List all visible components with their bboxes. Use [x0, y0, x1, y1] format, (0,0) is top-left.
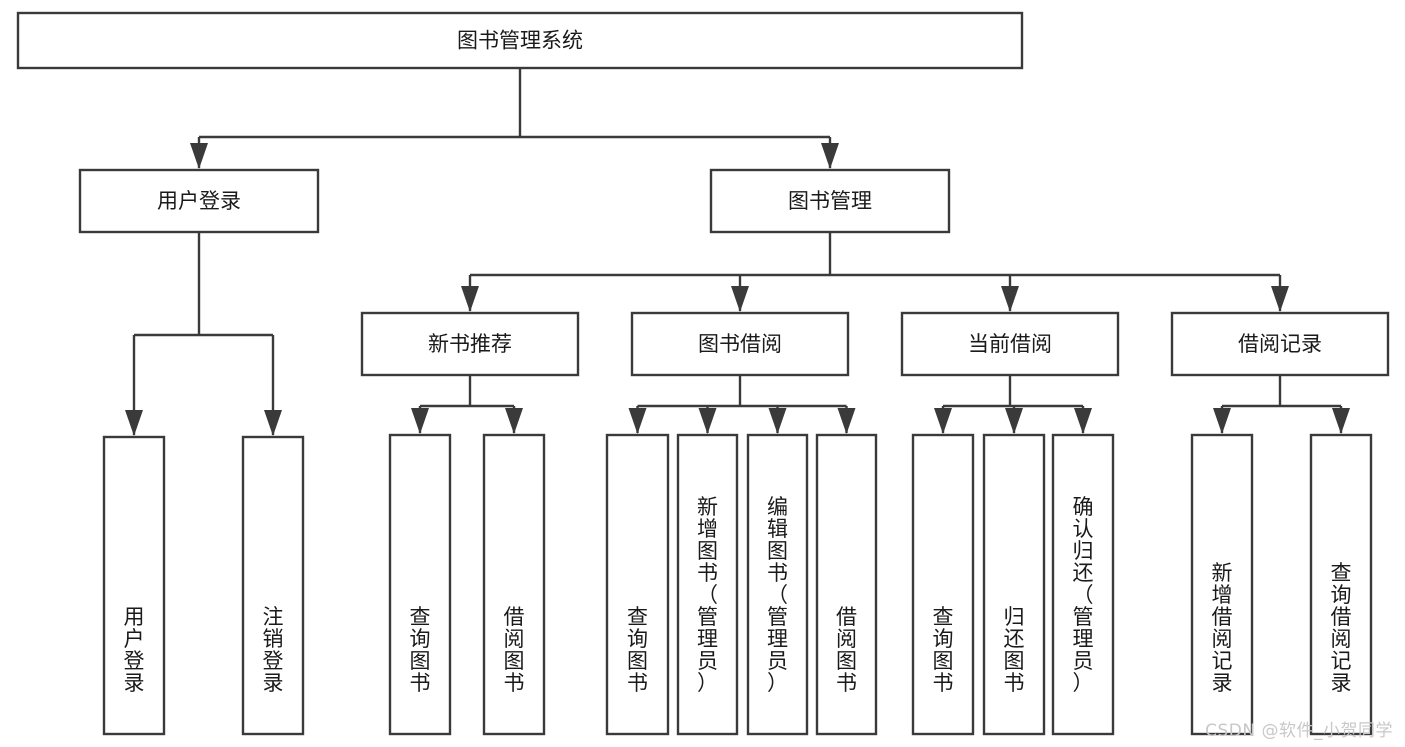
node-rect-leaf-user-logout — [241, 435, 305, 736]
node-label-leaf-current-confirm-return: 确认归还（管理员） — [1073, 495, 1094, 695]
node-rect-leaf-borrow-borrow-book — [815, 433, 878, 736]
node-leaf-rec-borrow-book[interactable]: 借阅图书 — [482, 433, 546, 736]
connector-edges — [125, 68, 1350, 436]
node-label-new-book-rec: 新书推荐 — [428, 332, 512, 356]
node-rect-user-login — [78, 168, 320, 234]
node-rect-leaf-current-query-book — [911, 433, 975, 736]
arrow-head-icon — [1005, 408, 1023, 434]
node-label-leaf-user-login: 用户登录 — [124, 605, 145, 695]
node-new-book-rec[interactable]: 新书推荐 — [360, 311, 580, 377]
arrow-head-icon — [1332, 408, 1350, 434]
node-current-borrow[interactable]: 当前借阅 — [900, 311, 1120, 377]
arrow-head-icon — [1001, 286, 1019, 312]
node-rect-book-manage — [709, 168, 951, 234]
node-leaf-user-login[interactable]: 用户登录 — [102, 435, 166, 736]
node-rect-leaf-current-return-book — [982, 433, 1046, 736]
arrow-head-icon — [505, 408, 523, 434]
node-label-book-borrow: 图书借阅 — [698, 332, 782, 356]
node-rect-leaf-record-add — [1190, 433, 1254, 736]
node-leaf-record-query[interactable]: 查询借阅记录 — [1309, 433, 1373, 736]
node-user-login[interactable]: 用户登录 — [78, 168, 320, 234]
node-rect-leaf-rec-borrow-book — [482, 433, 546, 736]
arrow-head-icon — [731, 286, 749, 312]
node-label-book-manage: 图书管理 — [788, 189, 872, 213]
node-label-leaf-rec-borrow-book: 借阅图书 — [504, 605, 525, 695]
node-leaf-borrow-borrow-book[interactable]: 借阅图书 — [815, 433, 878, 736]
arrow-head-icon — [125, 410, 143, 436]
arrow-head-icon — [190, 143, 208, 169]
node-rect-root — [16, 11, 1024, 70]
node-rect-book-borrow — [630, 311, 850, 377]
node-label-leaf-borrow-add-book: 新增图书（管理员） — [697, 495, 718, 695]
arrow-head-icon — [768, 408, 787, 434]
node-leaf-rec-query-book[interactable]: 查询图书 — [388, 433, 452, 736]
arrow-head-icon — [1271, 286, 1289, 312]
node-book-manage[interactable]: 图书管理 — [709, 168, 951, 234]
node-label-leaf-current-return-book: 归还图书 — [1004, 605, 1025, 695]
node-label-leaf-record-query: 查询借阅记录 — [1331, 561, 1352, 695]
node-root[interactable]: 图书管理系统 — [16, 11, 1024, 70]
node-rect-borrow-record — [1170, 311, 1390, 377]
node-rect-leaf-borrow-query-book — [605, 433, 670, 736]
watermark-text: CSDN @软件_小贺同学 — [1205, 721, 1393, 741]
node-label-leaf-borrow-edit-book: 编辑图书（管理员） — [767, 495, 788, 695]
node-label-current-borrow: 当前借阅 — [968, 332, 1052, 356]
node-label-leaf-rec-query-book: 查询图书 — [410, 605, 431, 695]
node-label-borrow-record: 借阅记录 — [1238, 332, 1322, 356]
node-rect-new-book-rec — [360, 311, 580, 377]
arrow-head-icon — [821, 143, 839, 169]
node-rect-leaf-user-login — [102, 435, 166, 736]
node-boxes: 图书管理系统用户登录图书管理新书推荐图书借阅当前借阅借阅记录用户登录注销登录查询… — [16, 11, 1390, 736]
node-rect-leaf-borrow-edit-book — [746, 433, 809, 736]
node-rect-current-borrow — [900, 311, 1120, 377]
arrow-head-icon — [628, 408, 647, 434]
node-label-leaf-borrow-query-book: 查询图书 — [627, 605, 648, 695]
node-rect-leaf-current-confirm-return — [1051, 433, 1115, 736]
arrow-head-icon — [934, 408, 952, 434]
arrow-head-icon — [1213, 408, 1231, 434]
node-label-leaf-borrow-borrow-book: 借阅图书 — [836, 605, 857, 695]
node-leaf-record-add[interactable]: 新增借阅记录 — [1190, 433, 1254, 736]
node-leaf-current-confirm-return[interactable]: 确认归还（管理员） — [1051, 433, 1115, 736]
node-rect-leaf-borrow-add-book — [676, 433, 739, 736]
node-borrow-record[interactable]: 借阅记录 — [1170, 311, 1390, 377]
arrow-head-icon — [411, 408, 429, 434]
node-rect-leaf-rec-query-book — [388, 433, 452, 736]
arrow-head-icon — [264, 410, 282, 436]
arrow-head-icon — [837, 408, 856, 434]
node-rect-leaf-record-query — [1309, 433, 1373, 736]
node-label-leaf-user-logout: 注销登录 — [263, 605, 284, 695]
node-leaf-borrow-query-book[interactable]: 查询图书 — [605, 433, 670, 736]
node-label-user-login: 用户登录 — [157, 189, 241, 213]
node-leaf-current-return-book[interactable]: 归还图书 — [982, 433, 1046, 736]
node-leaf-current-query-book[interactable]: 查询图书 — [911, 433, 975, 736]
node-label-leaf-current-query-book: 查询图书 — [933, 605, 954, 695]
node-leaf-user-logout[interactable]: 注销登录 — [241, 435, 305, 736]
arrow-head-icon — [1074, 408, 1092, 434]
node-leaf-borrow-edit-book[interactable]: 编辑图书（管理员） — [746, 433, 809, 736]
node-leaf-borrow-add-book[interactable]: 新增图书（管理员） — [676, 433, 739, 736]
arrow-head-icon — [461, 286, 479, 312]
node-label-leaf-record-add: 新增借阅记录 — [1212, 561, 1233, 695]
arrow-head-icon — [698, 408, 717, 434]
node-book-borrow[interactable]: 图书借阅 — [630, 311, 850, 377]
node-label-root: 图书管理系统 — [457, 29, 583, 53]
